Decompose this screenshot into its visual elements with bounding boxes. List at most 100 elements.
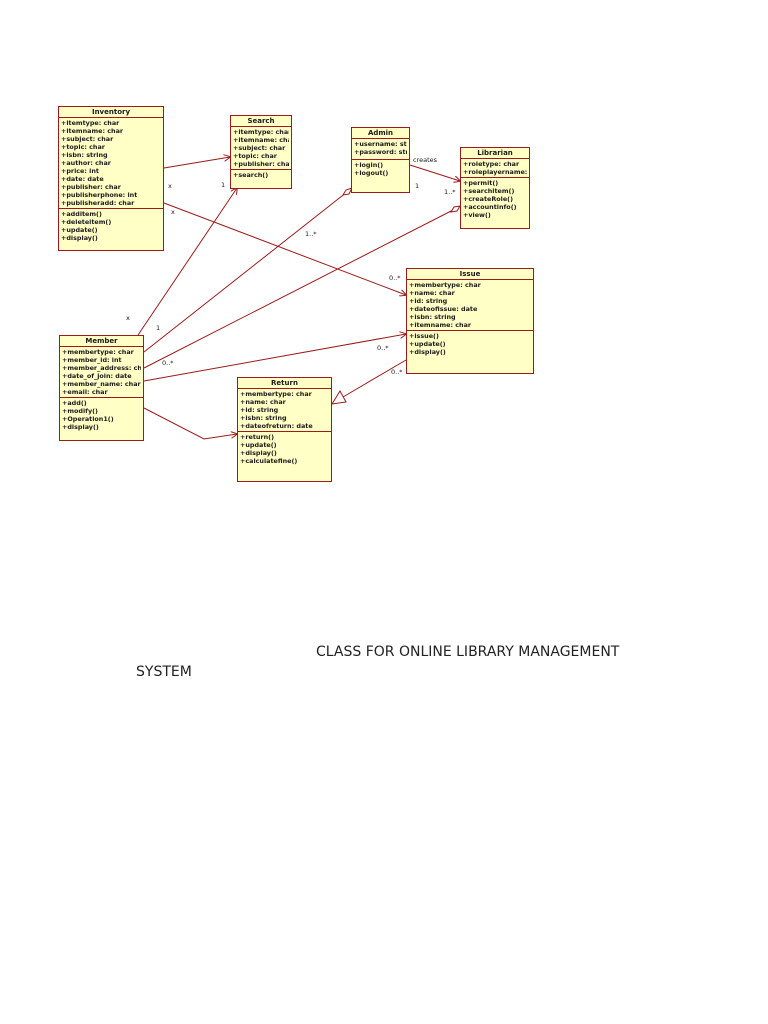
multiplicity-label: 0..* [391, 368, 403, 376]
operation: +deleteitem() [61, 218, 112, 226]
attribute: +name: char [240, 398, 286, 406]
attribute: +membertype: char [409, 281, 481, 289]
assoc-admin-librarian [409, 164, 460, 181]
attribute: +isbn: string [409, 313, 456, 321]
multiplicity-label: 1 [221, 181, 226, 189]
operation: +calculatefine() [240, 457, 298, 465]
attribute: +membertype: char [240, 390, 312, 398]
diagram-caption-line2: SYSTEM [136, 664, 192, 680]
attribute: +publisher: char [61, 183, 121, 191]
attribute: +publisheradd: char [61, 199, 135, 207]
attributes-compartment: +membertype: char +name: char +id: strin… [238, 389, 331, 432]
attribute: +isbn: string [61, 151, 108, 159]
attributes-compartment: +itemtype: char +itemname: char +subject… [59, 118, 163, 209]
assoc-member-librarian [143, 208, 456, 369]
assoc-member-search [137, 188, 237, 336]
multiplicity-label: 1..* [444, 188, 456, 196]
operation: +permit() [463, 179, 499, 187]
operation: +display() [240, 449, 277, 457]
class-name: Admin [352, 128, 409, 139]
class-librarian[interactable]: Librarian +roletype: char +roleplayernam… [460, 147, 530, 229]
multiplicity-label: 1 [415, 182, 420, 190]
attribute: +date_of_join: date [62, 372, 132, 380]
attribute: +email: char [62, 388, 108, 396]
attributes-compartment: +username: string +password: string [352, 139, 409, 160]
attribute: +membertype: char [62, 348, 134, 356]
attribute: +member_id: int [62, 356, 122, 364]
operation: +update() [240, 441, 277, 449]
operation: +createRole() [463, 195, 514, 203]
attribute: +dateofreturn: date [240, 422, 313, 430]
operations-compartment: +issue() +update() +display() [407, 331, 533, 357]
multiplicity-label: 0..* [162, 359, 174, 367]
attribute: +roletype: char [463, 160, 520, 168]
aggregation-diamond-admin [342, 187, 353, 196]
assoc-member-admin [143, 191, 348, 353]
operation: +view() [463, 211, 491, 219]
assoc-inventory-issue [163, 202, 406, 295]
operation: +display() [62, 423, 99, 431]
attribute: +price: int [61, 167, 99, 175]
operation: +Operation1() [62, 415, 114, 423]
multiplicity-label: 1..* [305, 230, 317, 238]
attribute: +roleplayername: char [463, 168, 527, 176]
operation: +display() [409, 348, 446, 356]
attribute: +id: string [240, 406, 279, 414]
attribute: +publisher: char [233, 160, 289, 168]
multiplicity-label: x [168, 182, 172, 190]
operation: +add() [62, 399, 87, 407]
multiplicity-label: x [171, 208, 175, 216]
attribute: +member_name: char [62, 380, 141, 388]
operation: +update() [61, 226, 98, 234]
operation: +search() [233, 171, 269, 179]
attribute: +itemtype: char [233, 128, 289, 136]
class-name: Inventory [59, 107, 163, 118]
attribute: +password: string [354, 148, 407, 156]
operations-compartment: +return() +update() +display() +calculat… [238, 432, 331, 466]
attributes-compartment: +membertype: char +name: char +id: strin… [407, 280, 533, 331]
association-label: creates [413, 156, 438, 164]
class-name: Return [238, 378, 331, 389]
operations-compartment: +additem() +deleteitem() +update() +disp… [59, 209, 163, 243]
operations-compartment: +permit() +searchitem() +createRole() +a… [461, 178, 529, 220]
diagram-caption-line1: CLASS FOR ONLINE LIBRARY MANAGEMENT [316, 644, 620, 660]
class-admin[interactable]: Admin +username: string +password: strin… [351, 127, 410, 193]
attribute: +name: char [409, 289, 455, 297]
attribute: +member_address: char [62, 364, 141, 372]
attribute: +subject: char [61, 135, 114, 143]
generalization-triangle [331, 390, 347, 405]
operation: +additem() [61, 210, 102, 218]
multiplicity-label: x [126, 314, 130, 322]
multiplicity-label: 0..* [389, 274, 401, 282]
class-search[interactable]: Search +itemtype: char +itemname: char +… [230, 115, 292, 189]
operations-compartment: +login() +logout() [352, 160, 409, 178]
attribute: +itemname: char [61, 127, 124, 135]
class-name: Search [231, 116, 291, 127]
attribute: +itemname: char [233, 136, 289, 144]
class-return[interactable]: Return +membertype: char +name: char +id… [237, 377, 332, 482]
operation: +searchitem() [463, 187, 515, 195]
class-inventory[interactable]: Inventory +itemtype: char +itemname: cha… [58, 106, 164, 251]
attribute: +topic: char [61, 143, 105, 151]
aggregation-diamond-librarian [450, 205, 461, 213]
class-member[interactable]: Member +membertype: char +member_id: int… [59, 335, 144, 441]
attributes-compartment: +itemtype: char +itemname: char +subject… [231, 127, 291, 170]
attribute: +topic: char [233, 152, 277, 160]
attribute: +date: date [61, 175, 104, 183]
operation: +logout() [354, 169, 389, 177]
operations-compartment: +search() [231, 170, 291, 180]
operation: +accountinfo() [463, 203, 517, 211]
attribute: +itemtype: char [61, 119, 120, 127]
attribute: +dateofissue: date [409, 305, 478, 313]
attribute: +username: string [354, 140, 407, 148]
assoc-inventory-search [163, 157, 230, 169]
attribute: +itemname: char [409, 321, 472, 329]
assoc-member-return [143, 407, 237, 440]
operation: +login() [354, 161, 384, 169]
multiplicity-label: 0..* [377, 344, 389, 352]
attribute: +subject: char [233, 144, 286, 152]
generalization-issue-return [342, 359, 407, 398]
operation: +update() [409, 340, 446, 348]
class-issue[interactable]: Issue +membertype: char +name: char +id:… [406, 268, 534, 374]
